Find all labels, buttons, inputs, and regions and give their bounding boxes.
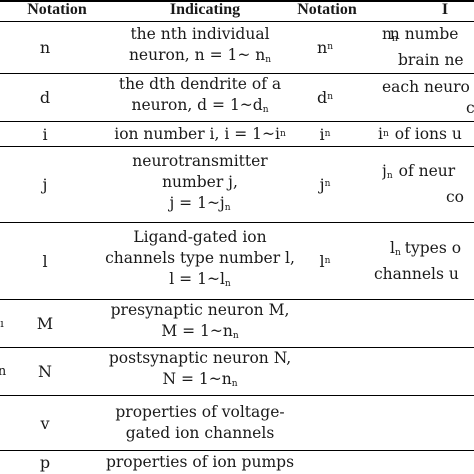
desc-line: channels u — [374, 264, 459, 283]
desc-N: postsynaptic neuron N, N = 1~nn — [100, 348, 300, 395]
notation-j: j — [42, 175, 48, 194]
desc-line: neuron, d = 1~dn — [131, 96, 269, 115]
desc-line: each neuro — [382, 77, 470, 96]
desc-line: j = 1~jn — [169, 193, 231, 213]
desc-line: co — [446, 188, 465, 206]
desc-line: c — [466, 98, 474, 117]
header-notation: Notation — [27, 0, 87, 18]
row-rule — [0, 450, 474, 451]
desc-j: neurotransmitter number j, j = 1~jn — [100, 147, 300, 222]
desc-M: presynaptic neuron M, M = 1~nn — [100, 300, 300, 347]
desc-d: the dth dendrite of a neuron, d = 1~dn — [100, 74, 300, 121]
desc-line: neuron, n = 1~ nn — [128, 46, 272, 65]
desc-line: the dth dendrite of a — [118, 75, 282, 93]
row-rule — [0, 347, 474, 348]
desc-line: number j, — [162, 172, 238, 191]
row-rule — [0, 222, 474, 223]
row-prefix-symbol: ı — [0, 317, 4, 330]
row-rule — [0, 146, 474, 147]
header-indicating: Indicating — [169, 0, 241, 18]
notation-p: p — [39, 453, 51, 472]
desc-n: the nth individual neuron, n = 1~ nn — [100, 22, 300, 73]
desc-l: Ligand-gated ion channels type number l,… — [100, 223, 300, 299]
desc-line: the nth individual — [130, 25, 270, 43]
notation-n: n — [39, 38, 51, 57]
header-rule — [0, 21, 474, 22]
desc-line: gated ion channels — [125, 424, 275, 442]
desc-line: properties of voltage- — [115, 403, 285, 421]
desc-line: M = 1~nn — [161, 322, 239, 341]
row-rule — [0, 395, 474, 396]
notation-l: l — [42, 251, 48, 271]
desc-line: N = 1~nn — [162, 370, 238, 389]
header-indicating-2: I — [441, 0, 449, 18]
desc-line: channels type number l, — [105, 249, 295, 267]
desc-line: brain ne — [398, 51, 464, 69]
desc-line: presynaptic neuron M, — [110, 301, 290, 319]
desc-dn: each neuro c — [382, 74, 474, 121]
desc-nn: nnn numbe brain ne — [382, 22, 474, 73]
desc-line: Ligand-gated ion — [133, 228, 267, 246]
notation-N: N — [38, 362, 52, 381]
notation-d: d — [39, 88, 51, 107]
notation-i: i — [42, 124, 48, 144]
notation-M: M — [36, 314, 54, 333]
desc-p: properties of ion pumps — [105, 453, 295, 471]
row-rule — [0, 299, 474, 300]
desc-line: postsynaptic neuron N, — [108, 349, 292, 367]
top-rule — [0, 0, 474, 2]
desc-v: properties of voltage- gated ion channel… — [100, 396, 300, 450]
row-rule — [0, 73, 474, 74]
row-prefix-symbol: n — [0, 364, 7, 379]
desc-line: l = 1~ln — [169, 270, 231, 289]
header-notation-2: Notation — [297, 0, 357, 18]
notation-v: v — [40, 413, 50, 433]
row-rule — [0, 121, 474, 122]
desc-line: nnn numbe — [382, 25, 459, 44]
desc-line: neurotransmitter — [132, 151, 268, 170]
